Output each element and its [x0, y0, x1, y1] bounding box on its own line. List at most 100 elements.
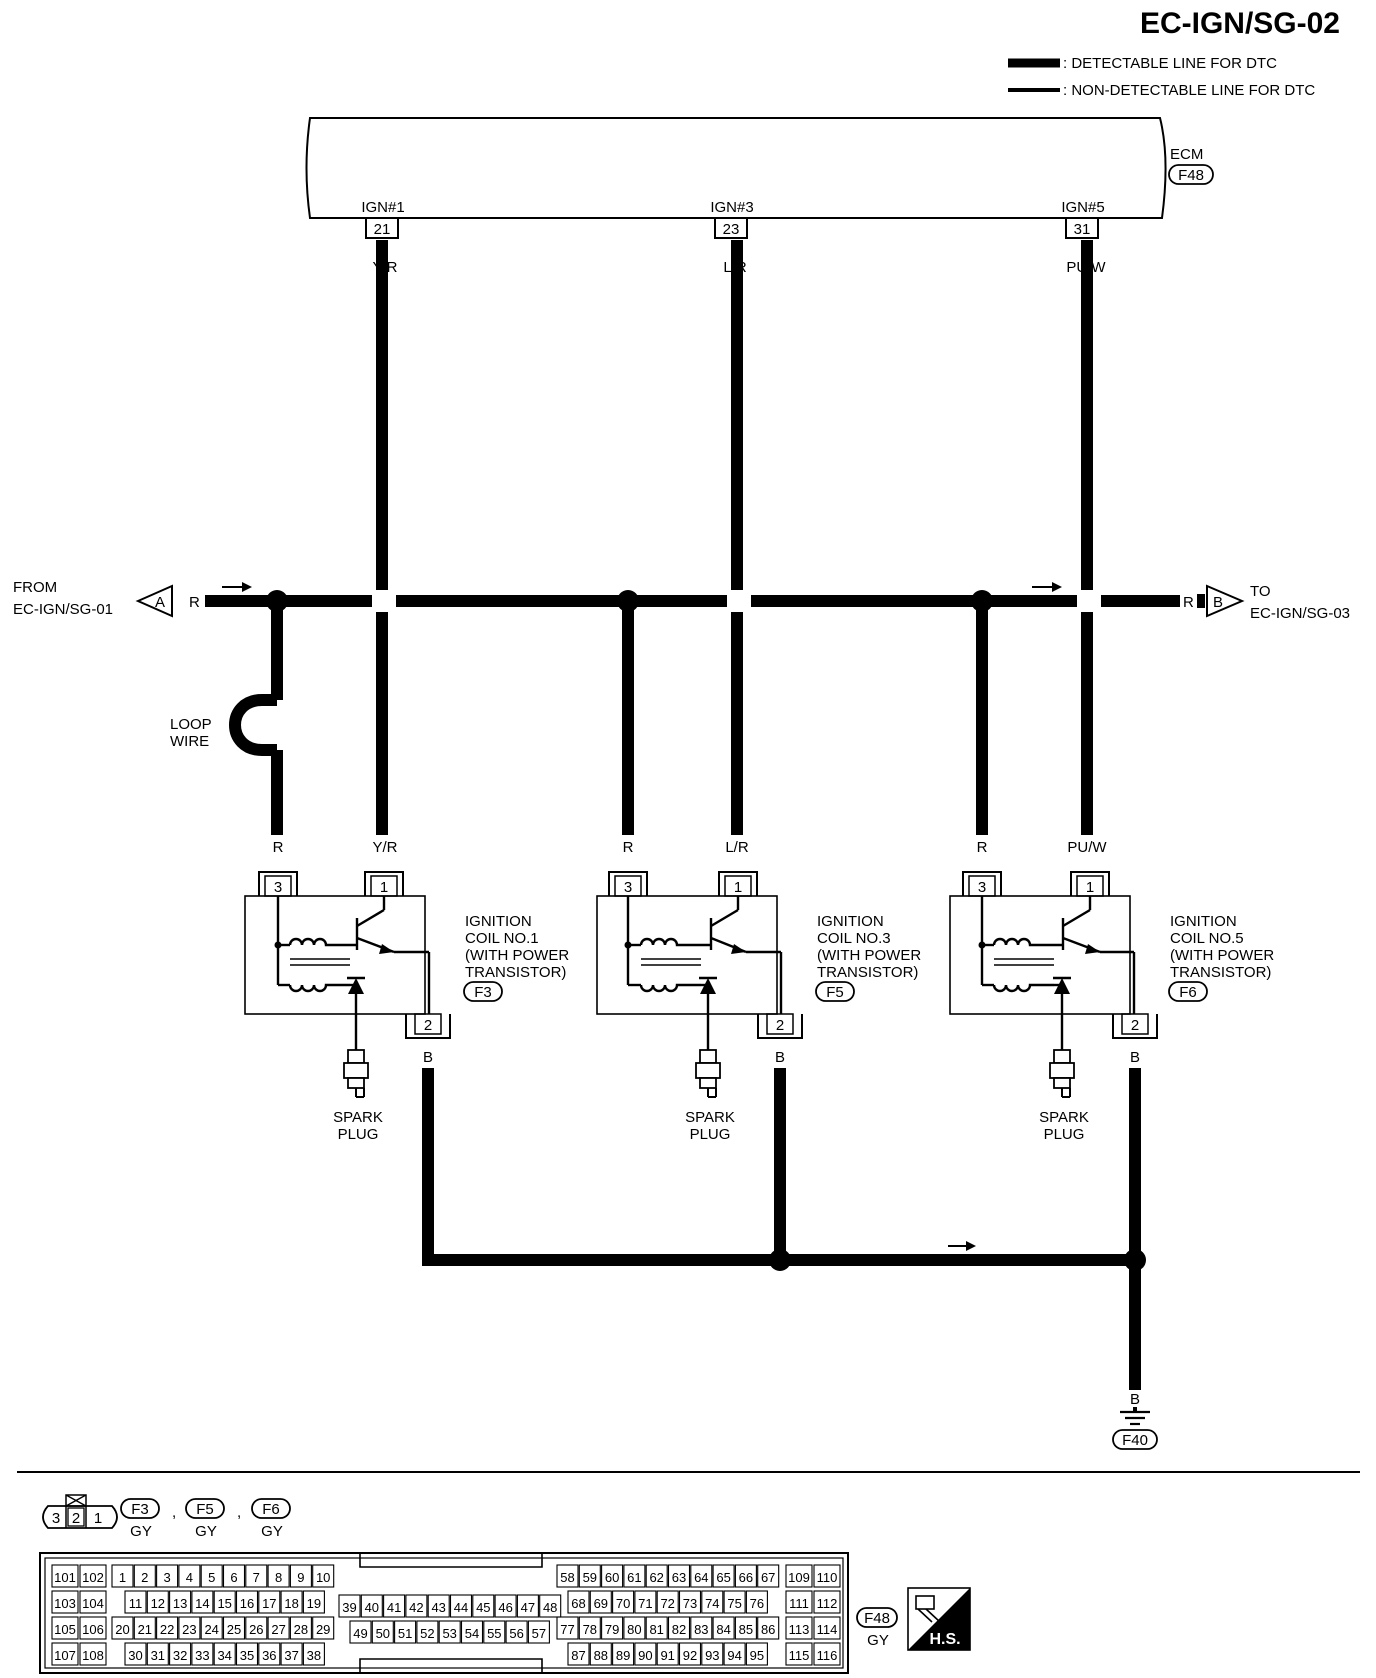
coil-connector-key: 3 2 1 F3 GY , F5 GY , F6 GY [42, 1494, 291, 1540]
ecm-pin-name: IGN#1 [361, 199, 404, 216]
coil-power-wire: R [977, 839, 988, 856]
coil-pin-1: 1 [734, 879, 742, 896]
ecm-pin-cell: 9 [289, 1564, 312, 1588]
ecm-pin-number: 27 [271, 1622, 285, 1637]
key-connector-color: GY [195, 1523, 217, 1540]
ecm-pin-number: 60 [605, 1570, 619, 1585]
ecm-pin-number: 12 [151, 1596, 165, 1611]
legend-detectable: : DETECTABLE LINE FOR DTC [1063, 55, 1277, 72]
ecm-pin-number: 6 [230, 1570, 237, 1585]
spark-plug-label: PLUG [1044, 1126, 1085, 1143]
ecm-pin-cell: 106 [79, 1616, 107, 1640]
ecm-pin-cell: 46 [494, 1594, 517, 1618]
ecm-pin-cell: 8 [267, 1564, 290, 1588]
ecm-pin-cell: 70 [612, 1590, 635, 1614]
ecm-pin-number: 59 [583, 1570, 597, 1585]
ecm-pin-cell: 26 [245, 1616, 268, 1640]
from-connector: FROM EC-IGN/SG-01 A R [13, 579, 200, 618]
ecm-pin-number: 13 [173, 1596, 187, 1611]
from-wire: R [189, 594, 200, 611]
ecm-pin-number: 47 [521, 1600, 535, 1615]
ecm-pin-cell: 94 [723, 1642, 746, 1666]
ecm-pin-cell: 49 [349, 1620, 372, 1644]
ecm-pin-number: 11 [129, 1596, 143, 1611]
ecm-pin-cell: 28 [289, 1616, 312, 1640]
ecm-pin-number: 66 [739, 1570, 753, 1585]
ecm-pin-cell: 18 [280, 1590, 303, 1614]
ecm-pin-number: 70 [616, 1596, 630, 1611]
ecm-pin-cell: 84 [712, 1616, 735, 1640]
ecm-pin-number: 67 [761, 1570, 775, 1585]
ecm-pin-number: 61 [627, 1570, 641, 1585]
ecm-pin-cell: 12 [146, 1590, 169, 1614]
ecm-pin-cell: 51 [394, 1620, 417, 1644]
ecm-pin-cell: 52 [416, 1620, 439, 1644]
ecm-pin-number: 39 [342, 1600, 356, 1615]
ecm-pin-cell: 67 [757, 1564, 780, 1588]
ecm-pin-number: 75 [727, 1596, 741, 1611]
ecm-pin-number: 94 [727, 1648, 741, 1663]
coil-label-line: COIL NO.1 [465, 930, 539, 947]
ecm-pin-cell: 1 [111, 1564, 134, 1588]
ecm-pin-cell: 101 [51, 1564, 79, 1588]
splice-point [769, 1249, 791, 1271]
ecm-pin-number: 84 [716, 1622, 730, 1637]
ecm-pin-number: 34 [217, 1648, 231, 1663]
ecm-pin-cell: 115 [785, 1642, 813, 1666]
coil-pin-1: 1 [1086, 879, 1094, 896]
ecm-pin-number: 31 [1074, 221, 1091, 238]
ecm-pin-number: 28 [294, 1622, 308, 1637]
ecm-pin-number: 106 [82, 1622, 104, 1637]
key-connector-color: GY [261, 1523, 283, 1540]
spark-plug-3: SPARK PLUG [685, 1049, 735, 1143]
ecm-pin-cell: 104 [79, 1590, 107, 1614]
ecm-pin-number: 87 [571, 1648, 585, 1663]
ecm-pin-number: 85 [739, 1622, 753, 1637]
ecm-pin-number: 49 [353, 1626, 367, 1641]
ecm-pin-cell: 89 [612, 1642, 635, 1666]
ecm-pin-number: 5 [208, 1570, 215, 1585]
ecm-pin-cell: 60 [601, 1564, 624, 1588]
ecm-pin-number: 78 [583, 1622, 597, 1637]
ecm-pin-cell: 14 [191, 1590, 214, 1614]
ecm-pin-cell: 69 [589, 1590, 612, 1614]
ecm-pin-cell: 43 [427, 1594, 450, 1618]
ecm-pin-cell: 110 [813, 1564, 841, 1588]
ecm-pin-cell: 102 [79, 1564, 107, 1588]
ecm-pin-number: 22 [160, 1622, 174, 1637]
ecm-pin-cell: 7 [245, 1564, 268, 1588]
ecm-pin-number: 53 [442, 1626, 456, 1641]
ecm-pin-number: 16 [240, 1596, 254, 1611]
ecm-pin-cell: 3 [156, 1564, 179, 1588]
ecm-pin-number: 110 [817, 1570, 838, 1585]
ecm-pin-number: 76 [750, 1596, 764, 1611]
ecm-pin-number: 48 [543, 1600, 557, 1615]
ecm-pin-number: 41 [387, 1600, 401, 1615]
coil-ground-wire: B [775, 1049, 785, 1066]
ecm-pin-cell: 4 [178, 1564, 201, 1588]
ecm-pin-cell: 86 [757, 1616, 780, 1640]
ecm-pin-cell: 111 [785, 1590, 813, 1614]
ecm-pin-cell: 33 [191, 1642, 214, 1666]
ecm-pin-number: 86 [761, 1622, 775, 1637]
ecm-pin-number: 33 [195, 1648, 209, 1663]
ecm-pin-number: 46 [498, 1600, 512, 1615]
ecm-pin-cell: 59 [578, 1564, 601, 1588]
flow-arrow [1032, 582, 1062, 592]
coil-signal-wire: L/R [725, 839, 749, 856]
splice-point [1124, 1249, 1146, 1271]
from-letter: A [155, 594, 165, 611]
ecm-pin-cell: 88 [589, 1642, 612, 1666]
ecm-pin-cell: 108 [79, 1642, 107, 1666]
ground-symbol: B F40 [1112, 1391, 1158, 1450]
coil-pin-3: 3 [978, 879, 986, 896]
ecm-pin-cell: 85 [734, 1616, 757, 1640]
ecm-pin-number: 30 [128, 1648, 142, 1663]
ecm-pin-cell: 77 [556, 1616, 579, 1640]
ecm-pin-number: 52 [420, 1626, 434, 1641]
coil-pin-1: 1 [380, 879, 388, 896]
ecm-pin-number: 43 [431, 1600, 445, 1615]
ecm-pin-number: 105 [54, 1622, 76, 1637]
coil-label-line: (WITH POWER [1170, 947, 1274, 964]
